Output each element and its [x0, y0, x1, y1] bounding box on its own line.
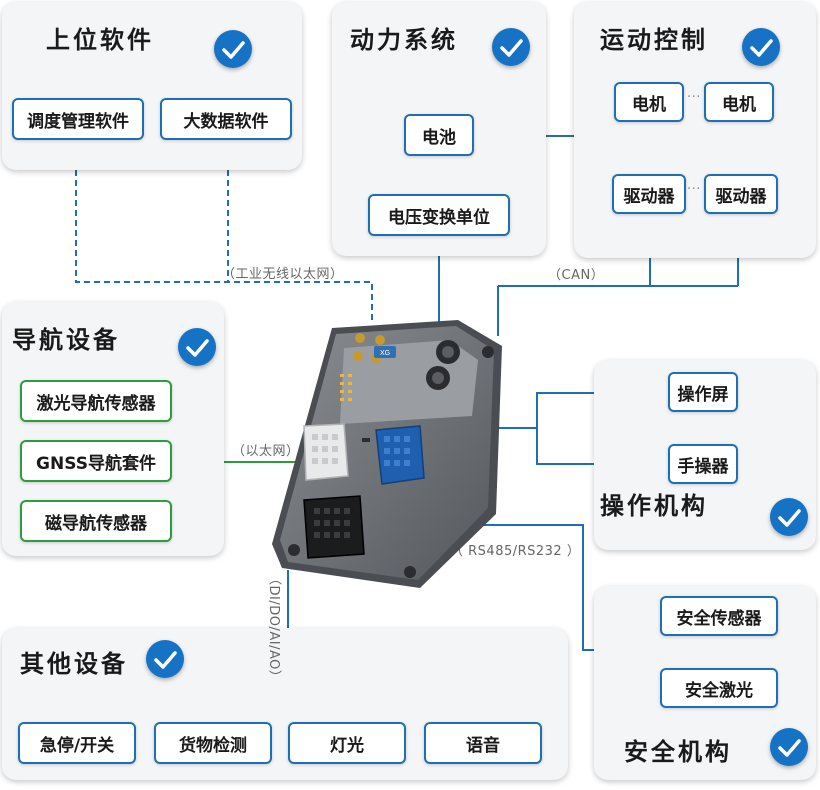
panel-title: 操作机构	[600, 492, 708, 520]
check-icon	[770, 728, 808, 766]
safety-panel: 安全传感器 安全激光 安全机构	[594, 586, 816, 780]
motor-node-2: 电机	[704, 82, 774, 122]
magnetic-nav-sensor-node: 磁导航传感器	[20, 500, 172, 542]
ethernet-label: （以太网）	[232, 444, 300, 459]
check-icon	[770, 498, 808, 536]
check-icon	[178, 328, 216, 366]
voice-node: 语音	[424, 722, 542, 764]
safety-sensor-node: 安全传感器	[660, 596, 778, 636]
panel-title: 其他设备	[20, 650, 128, 678]
rs485-label: （ RS485/RS232 ）	[450, 544, 581, 559]
laser-nav-sensor-node: 激光导航传感器	[20, 380, 172, 422]
motor-node-1: 电机	[614, 82, 684, 122]
voltage-converter-node: 电压变换单位	[368, 194, 510, 236]
safety-laser-node: 安全激光	[660, 668, 778, 708]
navigation-panel: 导航设备 激光导航传感器 GNSS导航套件 磁导航传感器	[2, 302, 224, 556]
controller-device-image: XG	[272, 320, 502, 588]
wireless-link-line	[75, 140, 373, 322]
wireless-ethernet-label: （工业无线以太网）	[222, 267, 344, 282]
other-devices-panel: 其他设备 急停/开关 货物检测 灯光 语音	[2, 628, 568, 780]
driver-node-1: 驱动器	[612, 174, 686, 214]
motion-control-panel: 运动控制 电机 ··· 电机 驱动器 ··· 驱动器	[574, 2, 816, 258]
big-data-software-node: 大数据软件	[160, 98, 292, 140]
ellipsis: ···	[687, 90, 701, 105]
lighting-node: 灯光	[288, 722, 406, 764]
check-icon	[146, 640, 184, 678]
cargo-detection-node: 货物检测	[154, 722, 272, 764]
driver-node-2: 驱动器	[704, 174, 778, 214]
handheld-controller-node: 手操器	[668, 444, 738, 484]
check-icon	[742, 28, 780, 66]
dispatch-software-node: 调度管理软件	[12, 98, 144, 140]
battery-node: 电池	[404, 114, 474, 156]
dio-label: （DI/DO/AI/AO）	[266, 572, 281, 684]
check-icon	[492, 28, 530, 66]
panel-title: 运动控制	[600, 26, 708, 54]
panel-title: 安全机构	[624, 738, 732, 766]
panel-title: 上位软件	[46, 26, 154, 54]
check-icon	[214, 30, 252, 68]
gnss-nav-kit-node: GNSS导航套件	[20, 440, 172, 482]
can-label: （CAN）	[548, 268, 605, 283]
controller-brand-text: XG	[380, 350, 390, 357]
ellipsis: ···	[687, 182, 701, 197]
estop-switch-node: 急停/开关	[18, 722, 136, 764]
upper-software-panel: 上位软件 调度管理软件 大数据软件	[2, 2, 302, 170]
panel-title: 导航设备	[12, 326, 120, 354]
power-system-panel: 动力系统 电池 电压变换单位	[332, 2, 546, 256]
panel-title: 动力系统	[350, 26, 458, 54]
operation-screen-node: 操作屏	[668, 372, 738, 412]
operation-panel: 操作屏 手操器 操作机构	[594, 360, 816, 550]
